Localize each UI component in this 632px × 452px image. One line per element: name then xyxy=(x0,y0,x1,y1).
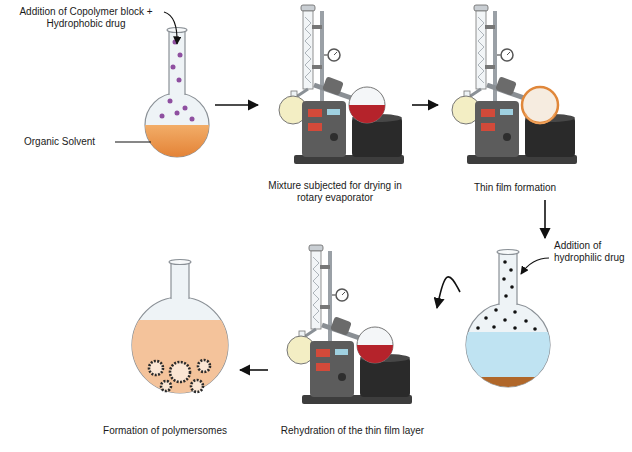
rotary-evaporator xyxy=(452,5,577,164)
stage-caption: Thin film formation xyxy=(440,182,590,194)
callout-text: Organic Solvent xyxy=(24,136,112,148)
process-arrow xyxy=(215,104,258,106)
process-arrow xyxy=(544,200,546,238)
process-stage: Mixture subjected for drying in rotary e… xyxy=(258,3,412,210)
callout-text: Addition of Copolymer block + Hydrophobi… xyxy=(12,6,160,30)
rotary-evaporator xyxy=(287,245,412,404)
flask-polymersomes xyxy=(130,260,230,397)
process-arrow xyxy=(240,369,268,371)
stage-caption: Rehydration of the thin film layer xyxy=(270,425,435,437)
process-stage: Addition of hydrophilic drug xyxy=(460,238,630,400)
flask-organic-solvent xyxy=(140,28,220,166)
process-stage: Thin film formation xyxy=(438,3,598,200)
stage-caption: Mixture subjected for drying in rotary e… xyxy=(260,180,410,204)
process-stage: Rehydration of the thin film layer xyxy=(268,243,437,442)
process-arrow xyxy=(412,104,438,106)
process-stage: Formation of polymersomes xyxy=(90,255,240,442)
flask-hydrophilic-drug xyxy=(460,250,560,393)
process-stage: Addition of Copolymer block + Hydrophobi… xyxy=(10,4,215,165)
process-arrow xyxy=(437,277,460,308)
callout-text: Addition of hydrophilic drug xyxy=(554,240,628,264)
rotary-evaporator xyxy=(279,5,404,164)
stage-caption: Formation of polymersomes xyxy=(92,425,238,437)
